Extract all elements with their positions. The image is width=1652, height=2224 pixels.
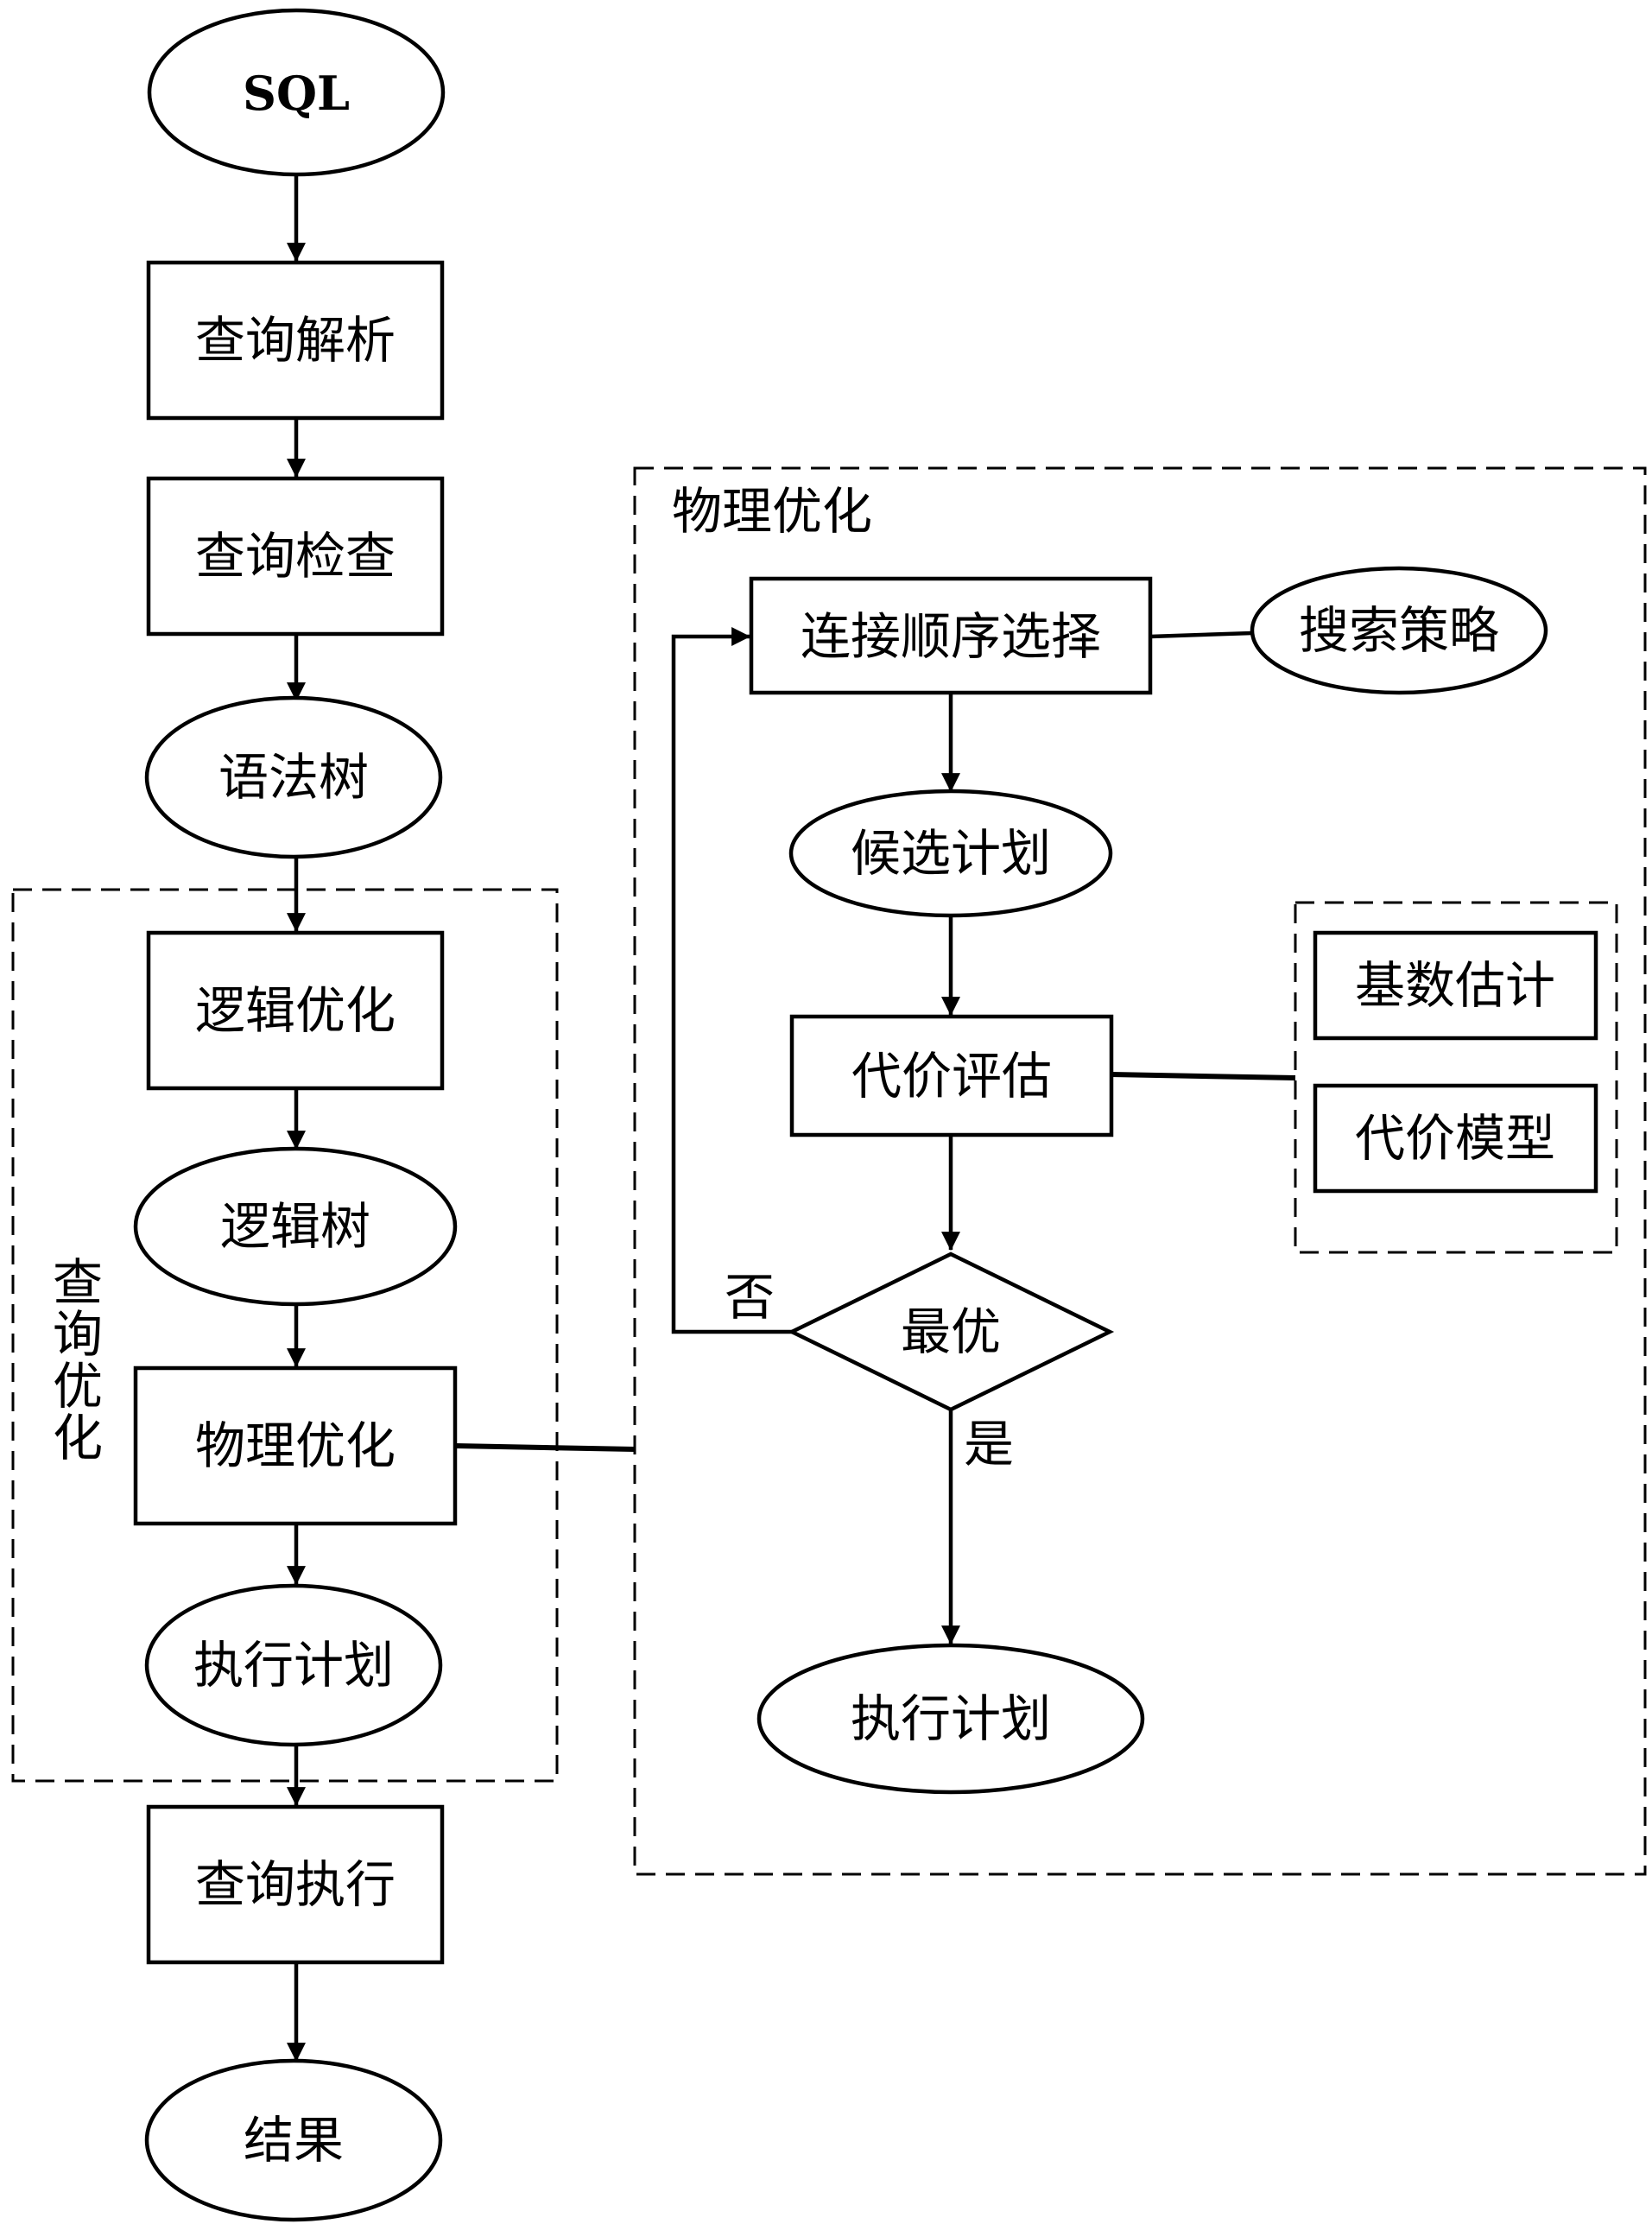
syntax-tree-label: 语法树: [218, 748, 369, 807]
connector-cost-to-components: [1111, 1072, 1296, 1080]
cost-eval-node: [789, 1014, 1114, 1137]
physical-optimization-group: [633, 466, 1647, 1876]
physical-exec-plan-node: [756, 1643, 1145, 1795]
group-label-char-2: 询: [53, 1305, 103, 1364]
no-loop-arrow: [671, 627, 792, 1334]
query-optimization-group-label: 查 询 优 化: [53, 1253, 103, 1467]
connector-join-to-strategy: [1149, 630, 1253, 639]
yes-label: 是: [964, 1415, 1014, 1473]
result-label: 结果: [244, 2111, 344, 2170]
connector-physical-to-detail: [454, 1443, 636, 1452]
logical-opt-label: 逻辑优化: [195, 981, 396, 1040]
cost-eval-label: 代价评估: [851, 1047, 1052, 1106]
exec-plan-label: 执行计划: [193, 1636, 394, 1695]
physical-exec-plan-label: 执行计划: [851, 1689, 1051, 1748]
cost-components-group: [1294, 901, 1618, 1254]
syntax-tree-node: [144, 695, 443, 859]
search-strategy-node: [1250, 566, 1548, 695]
group-label-char-1: 查: [53, 1253, 103, 1312]
sql-label: SQL: [243, 66, 350, 121]
group-label-char-3: 优: [53, 1357, 103, 1416]
candidate-plan-label: 候选计划: [851, 824, 1051, 883]
physical-opt-node: [133, 1365, 458, 1526]
cardinality-node: [1313, 930, 1598, 1041]
join-order-label: 连接顺序选择: [801, 607, 1101, 666]
query-exec-label: 查询执行: [195, 1855, 396, 1914]
logical-tree-label: 逻辑树: [220, 1197, 370, 1256]
cost-model-node: [1313, 1083, 1598, 1194]
no-label: 否: [725, 1268, 775, 1327]
cost-model-label: 代价模型: [1355, 1109, 1555, 1168]
exec-plan-node: [144, 1583, 443, 1747]
cardinality-label: 基数估计: [1355, 956, 1555, 1015]
search-strategy-label: 搜索策略: [1299, 601, 1499, 660]
logical-opt-node: [146, 930, 445, 1091]
query-parse-label: 查询解析: [195, 311, 396, 370]
query-optimization-group: [11, 888, 559, 1783]
result-node: [144, 2058, 443, 2222]
physical-group-title: 物理优化: [672, 482, 872, 541]
optimal-decision-label: 最优: [901, 1302, 1001, 1361]
physical-opt-label: 物理优化: [195, 1416, 396, 1475]
query-check-label: 查询检查: [195, 527, 396, 586]
group-label-char-4: 化: [53, 1409, 103, 1467]
